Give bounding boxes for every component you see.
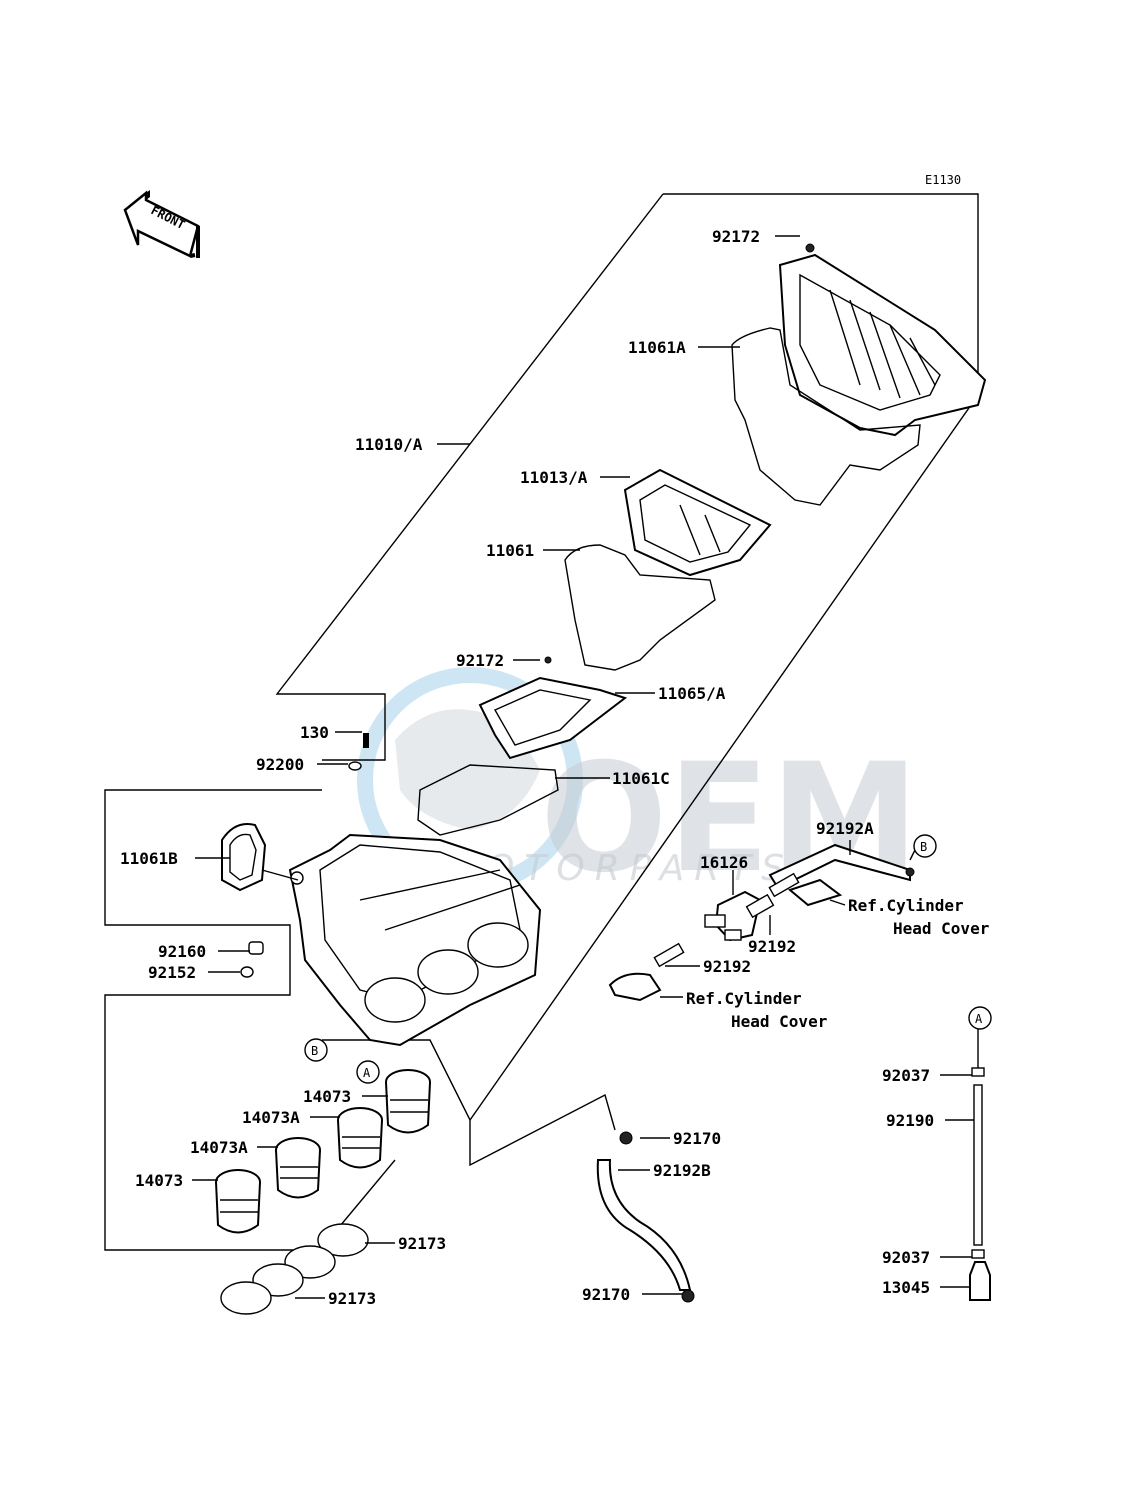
hose-92190: [969, 1067, 991, 1301]
callout-92192b: 92192B: [653, 1161, 711, 1180]
collar-92152: [240, 966, 254, 978]
watermark-brand: OEM: [540, 732, 919, 906]
callout-11061c: 11061C: [612, 769, 670, 788]
duct-14073a-left: [275, 1137, 321, 1199]
diagram-code: E1130: [925, 173, 961, 187]
callout-92173-b: 92173: [328, 1289, 376, 1308]
ref2-line2: Head Cover: [731, 1012, 827, 1031]
callout-14073a-a: 14073A: [242, 1108, 300, 1127]
callout-92152: 92152: [148, 963, 196, 982]
front-arrow-icon: FRONT: [123, 190, 200, 258]
clamps-92173: [220, 1223, 369, 1315]
washer-92200: [348, 761, 362, 771]
svg-text:A: A: [363, 1066, 371, 1080]
callout-11061b: 11061B: [120, 849, 178, 868]
svg-text:B: B: [920, 840, 927, 854]
callout-92190: 92190: [886, 1111, 934, 1130]
plate-11065a: [478, 656, 628, 760]
duct-14073-left: [215, 1169, 261, 1234]
callout-16126: 16126: [700, 853, 748, 872]
callout-11010a: 11010/A: [355, 435, 423, 454]
callout-11061: 11061: [486, 541, 534, 560]
callout-14073a-b: 14073A: [190, 1138, 248, 1157]
connector-b-right: B: [913, 834, 937, 858]
gasket-11061c: [417, 764, 559, 836]
hose-92192b: [596, 1131, 695, 1303]
callout-92172-top: 92172: [712, 227, 760, 246]
callout-92200: 92200: [256, 755, 304, 774]
callout-92037-a: 92037: [882, 1066, 930, 1085]
ref1-line1: Ref.Cylinder: [848, 896, 964, 915]
connector-a-left: A: [356, 1060, 380, 1084]
callout-92172-mid: 92172: [456, 651, 504, 670]
callout-92192-a: 92192: [748, 937, 796, 956]
air-valve-assembly: [608, 843, 915, 1002]
duct-14073a-right: [337, 1107, 383, 1169]
gasket-11061a: [731, 327, 921, 506]
gasket-11061: [564, 544, 716, 671]
callout-11061a: 11061A: [628, 338, 686, 357]
ref2-line1: Ref.Cylinder: [686, 989, 802, 1008]
callout-11065a: 11065/A: [658, 684, 726, 703]
callout-labels: 92172 11061A 11010/A 11013/A 11061 92172…: [120, 227, 934, 1308]
bolt-130: [363, 733, 369, 748]
gasket-11061b: [221, 823, 267, 892]
connector-a-right: A: [968, 1006, 992, 1030]
svg-text:B: B: [311, 1044, 318, 1058]
callout-13045: 13045: [882, 1278, 930, 1297]
air-cleaner-upper-cover: [778, 243, 987, 437]
callout-14073-b: 14073: [135, 1171, 183, 1190]
callout-92192a: 92192A: [816, 819, 874, 838]
callout-11013a: 11013/A: [520, 468, 588, 487]
callout-130: 130: [300, 723, 329, 742]
ref1-line2: Head Cover: [893, 919, 989, 938]
filter-element: [623, 468, 772, 577]
callout-92192-b: 92192: [703, 957, 751, 976]
duct-14073-right: [385, 1069, 431, 1134]
intake-ducts: [215, 1069, 431, 1234]
callout-92037-b: 92037: [882, 1248, 930, 1267]
air-box-body: [288, 833, 542, 1047]
connector-b-left: B: [304, 1038, 328, 1062]
assembly-outline: [322, 193, 979, 1122]
callout-14073-a: 14073: [303, 1087, 351, 1106]
callout-92173-a: 92173: [398, 1234, 446, 1253]
callout-92160: 92160: [158, 942, 206, 961]
svg-text:A: A: [975, 1012, 983, 1026]
leader-lines: [192, 235, 979, 1299]
reference-notes: Ref.Cylinder Head Cover Ref.Cylinder Hea…: [686, 896, 989, 1031]
grommet-92160: [248, 941, 264, 955]
callout-92170-b: 92170: [582, 1285, 630, 1304]
callout-92170-a: 92170: [673, 1129, 721, 1148]
